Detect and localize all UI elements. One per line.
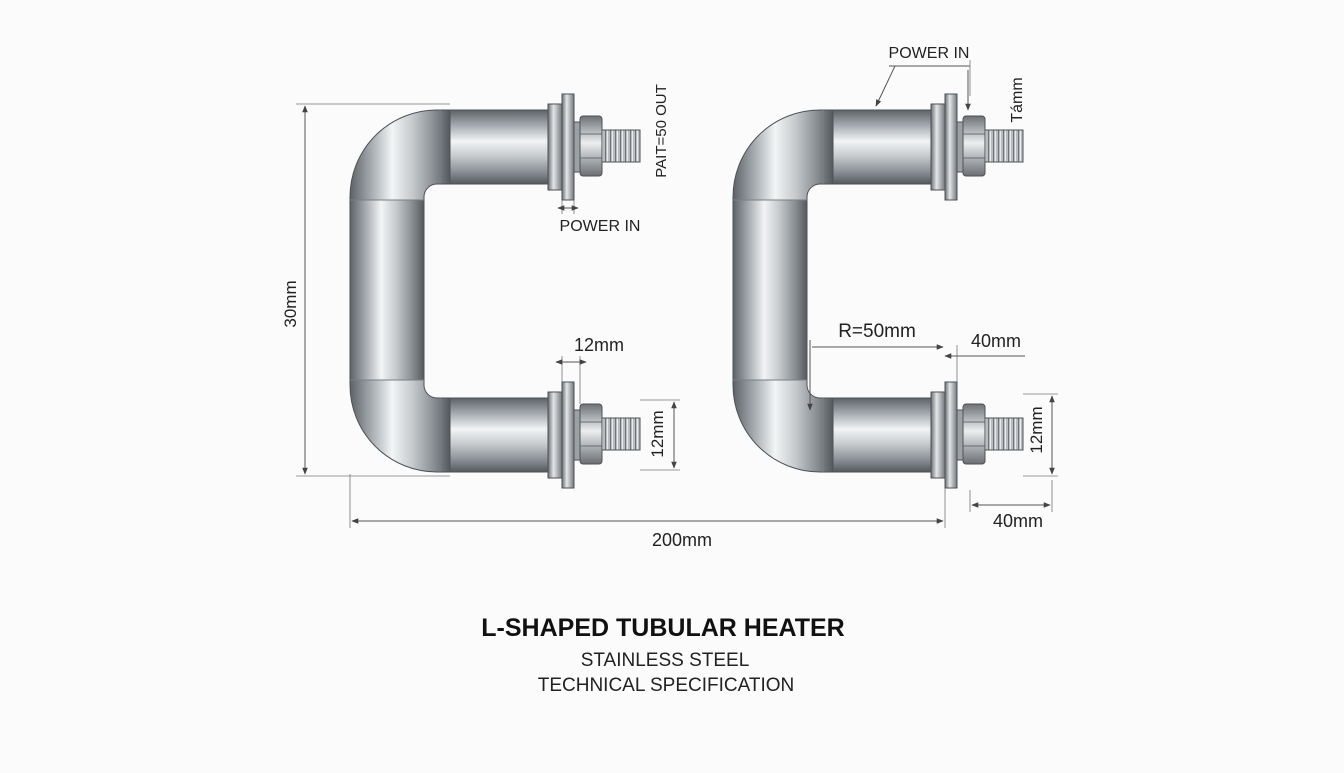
- right-heater: [732, 93, 1024, 489]
- left-terminal-label: 12mm: [574, 335, 624, 355]
- left-power-out-label: PAIT=50 OUT: [653, 84, 670, 178]
- right-flange-label: 40mm: [971, 331, 1021, 351]
- left-power-out-callout: PAIT=50 OUT: [653, 84, 670, 178]
- left-power-in-callout: POWER IN: [557, 200, 641, 235]
- diagram-title: L-SHAPED TUBULAR HEATER: [481, 614, 844, 642]
- overall-width-dimension: 200mm: [349, 474, 946, 550]
- right-flange-dimension: 40mm: [944, 331, 1025, 382]
- right-terminal-vertical-label: 12mm: [1027, 406, 1046, 453]
- right-radius-dimension: R=50mm: [807, 321, 944, 411]
- overall-width-label: 200mm: [652, 530, 712, 550]
- right-power-in-callout: POWER IN: [875, 45, 971, 111]
- diagram-subtitle-spec: TECHNICAL SPECIFICATION: [538, 675, 795, 696]
- right-bottom-label: 40mm: [993, 511, 1043, 531]
- right-terminal-top-label: Támm: [1009, 77, 1026, 122]
- right-bottom-dimension: 40mm: [969, 480, 1053, 531]
- left-height-dimension: 30mm: [281, 103, 450, 477]
- right-radius-label: R=50mm: [838, 321, 916, 342]
- left-terminal-vertical-dimension: 12mm: [640, 399, 680, 471]
- left-terminal-vertical-label: 12mm: [648, 410, 667, 457]
- left-heater: [349, 93, 641, 489]
- left-terminal-dimension: 12mm: [555, 335, 624, 404]
- diagram-subtitle-material: STAINLESS STEEL: [581, 650, 750, 671]
- right-terminal-top-callout: Támm: [1009, 77, 1026, 122]
- left-height-label: 30mm: [281, 280, 300, 327]
- right-power-in-label: POWER IN: [889, 45, 970, 62]
- right-terminal-vertical-dimension: 12mm: [1023, 393, 1058, 477]
- left-power-in-label: POWER IN: [560, 218, 641, 235]
